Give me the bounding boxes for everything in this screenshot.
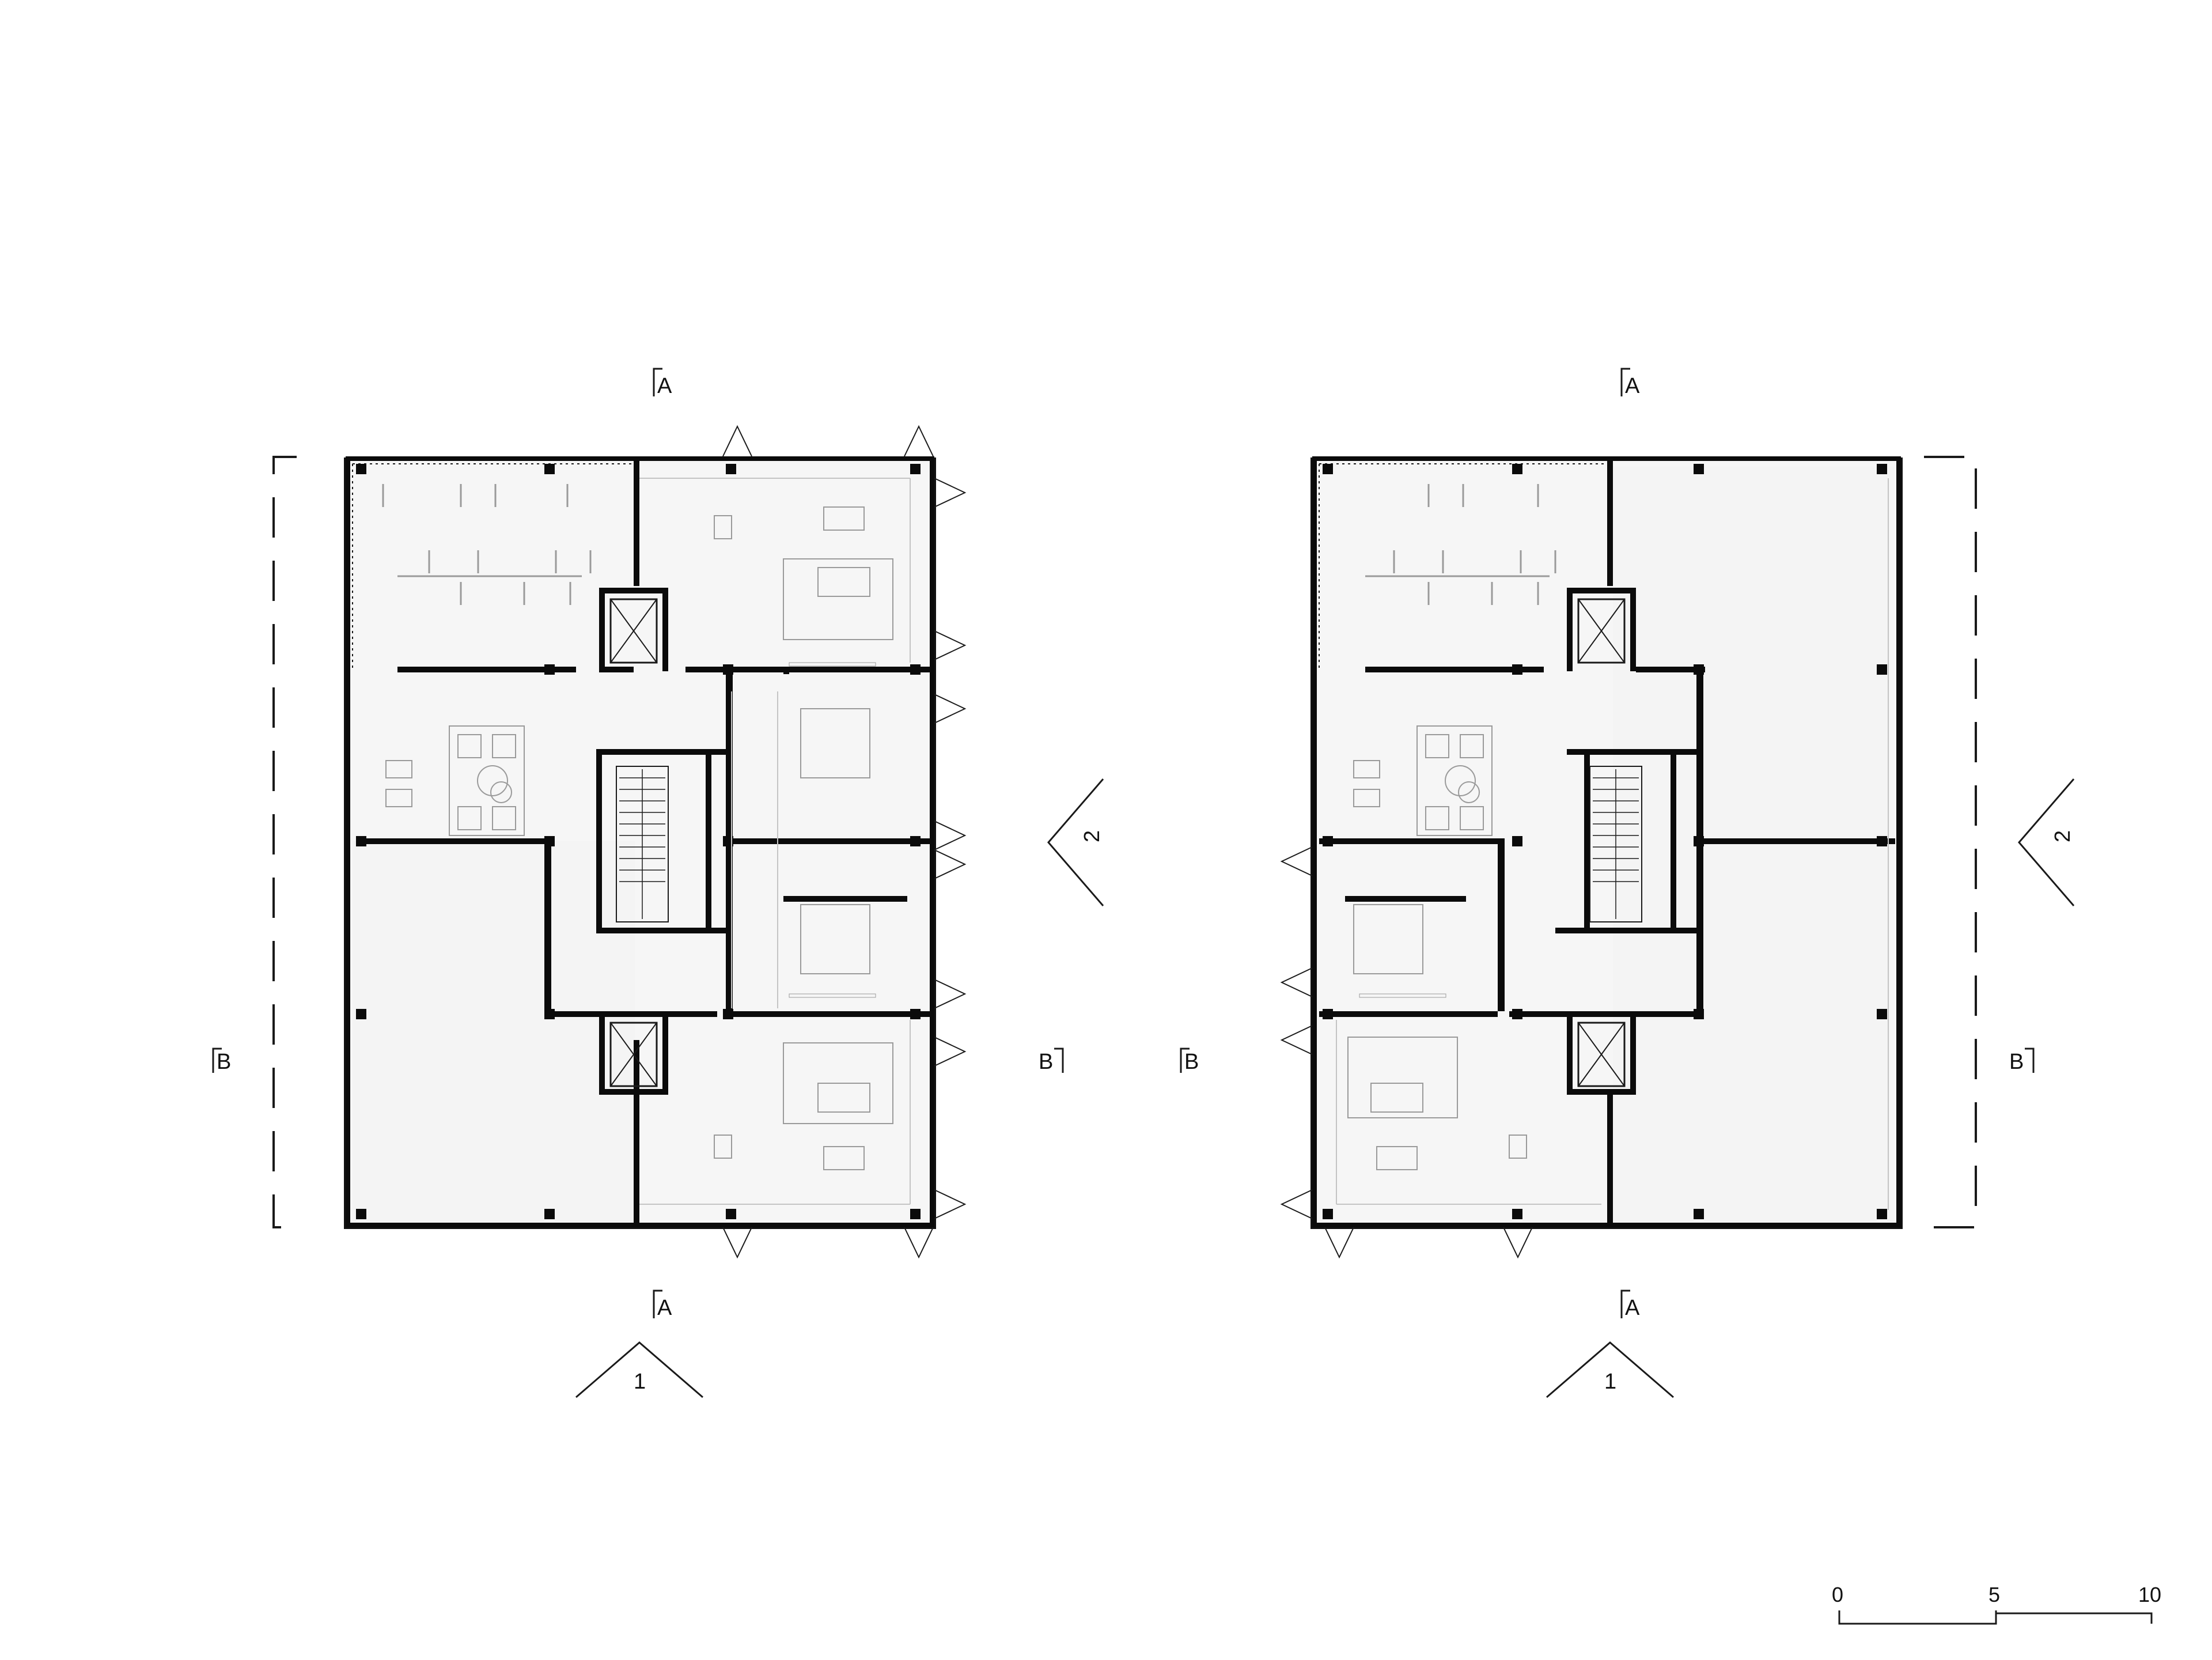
interior-walls [1319, 459, 1895, 1224]
section-label: B [1184, 1050, 1199, 1074]
section-mark-b-left-outer: B [212, 1048, 231, 1074]
section-mark-a-bottom-left: A [653, 1290, 672, 1320]
columns [356, 464, 921, 1219]
furniture [382, 484, 893, 1170]
elevation-label: 1 [1604, 1370, 1616, 1394]
section-label: A [1625, 1296, 1640, 1320]
stair [616, 766, 669, 922]
scale-tick-5: 5 [1988, 1583, 2000, 1606]
section-mark-b-right-inner: B [2009, 1048, 2035, 1074]
floor-plan-right [1310, 456, 1903, 1229]
floor-plan-left [344, 456, 936, 1229]
exterior-walls [1312, 456, 1901, 1227]
section-label: A [657, 1296, 672, 1320]
section-label: B [1039, 1050, 1053, 1074]
section-label: B [217, 1050, 231, 1074]
elevation-markers: 1 2 1 2 [575, 778, 2075, 1398]
elevation-mark-2-left: 2 [1047, 778, 1104, 906]
elevation-label: 1 [634, 1370, 646, 1394]
elevation-mark-1-right: 1 [1546, 1341, 1674, 1398]
elevator-core-top [599, 588, 668, 671]
partitions [1336, 478, 1889, 1210]
section-mark-a-top-left: A [653, 368, 672, 398]
section-lines [272, 456, 1977, 1228]
section-mark-b-left-inner: B [1039, 1048, 1064, 1074]
furniture [1347, 484, 1556, 1170]
unit-left-bottom [353, 841, 635, 1222]
window-markers [722, 425, 1533, 1259]
columns [1323, 464, 1887, 1219]
section-mark-b-right-outer: B [1180, 1048, 1199, 1074]
section-mark-a-top-right: A [1620, 368, 1640, 398]
elevation-label: 2 [2051, 830, 2075, 842]
section-markers: A A B B A A B B [212, 368, 2035, 1320]
scale-tick-0: 0 [1832, 1583, 1843, 1606]
stair [1589, 766, 1642, 922]
elevation-mark-2-right: 2 [2018, 778, 2075, 906]
section-label: A [657, 374, 672, 398]
exterior-walls [346, 456, 934, 1227]
section-label: B [2009, 1050, 2024, 1074]
elevator-core-bottom [1567, 1011, 1636, 1095]
elevator-core-bottom [599, 1011, 668, 1095]
elevator-core-top [1567, 588, 1636, 671]
partitions [639, 478, 911, 1205]
section-mark-a-bottom-right: A [1620, 1290, 1640, 1320]
elevation-mark-1-left: 1 [575, 1341, 703, 1398]
scale-tick-10: 10 [2138, 1583, 2161, 1606]
section-label: A [1625, 374, 1640, 398]
scale-bar: 0 5 10 [1832, 1583, 2161, 1625]
elevation-label: 2 [1080, 830, 1104, 842]
